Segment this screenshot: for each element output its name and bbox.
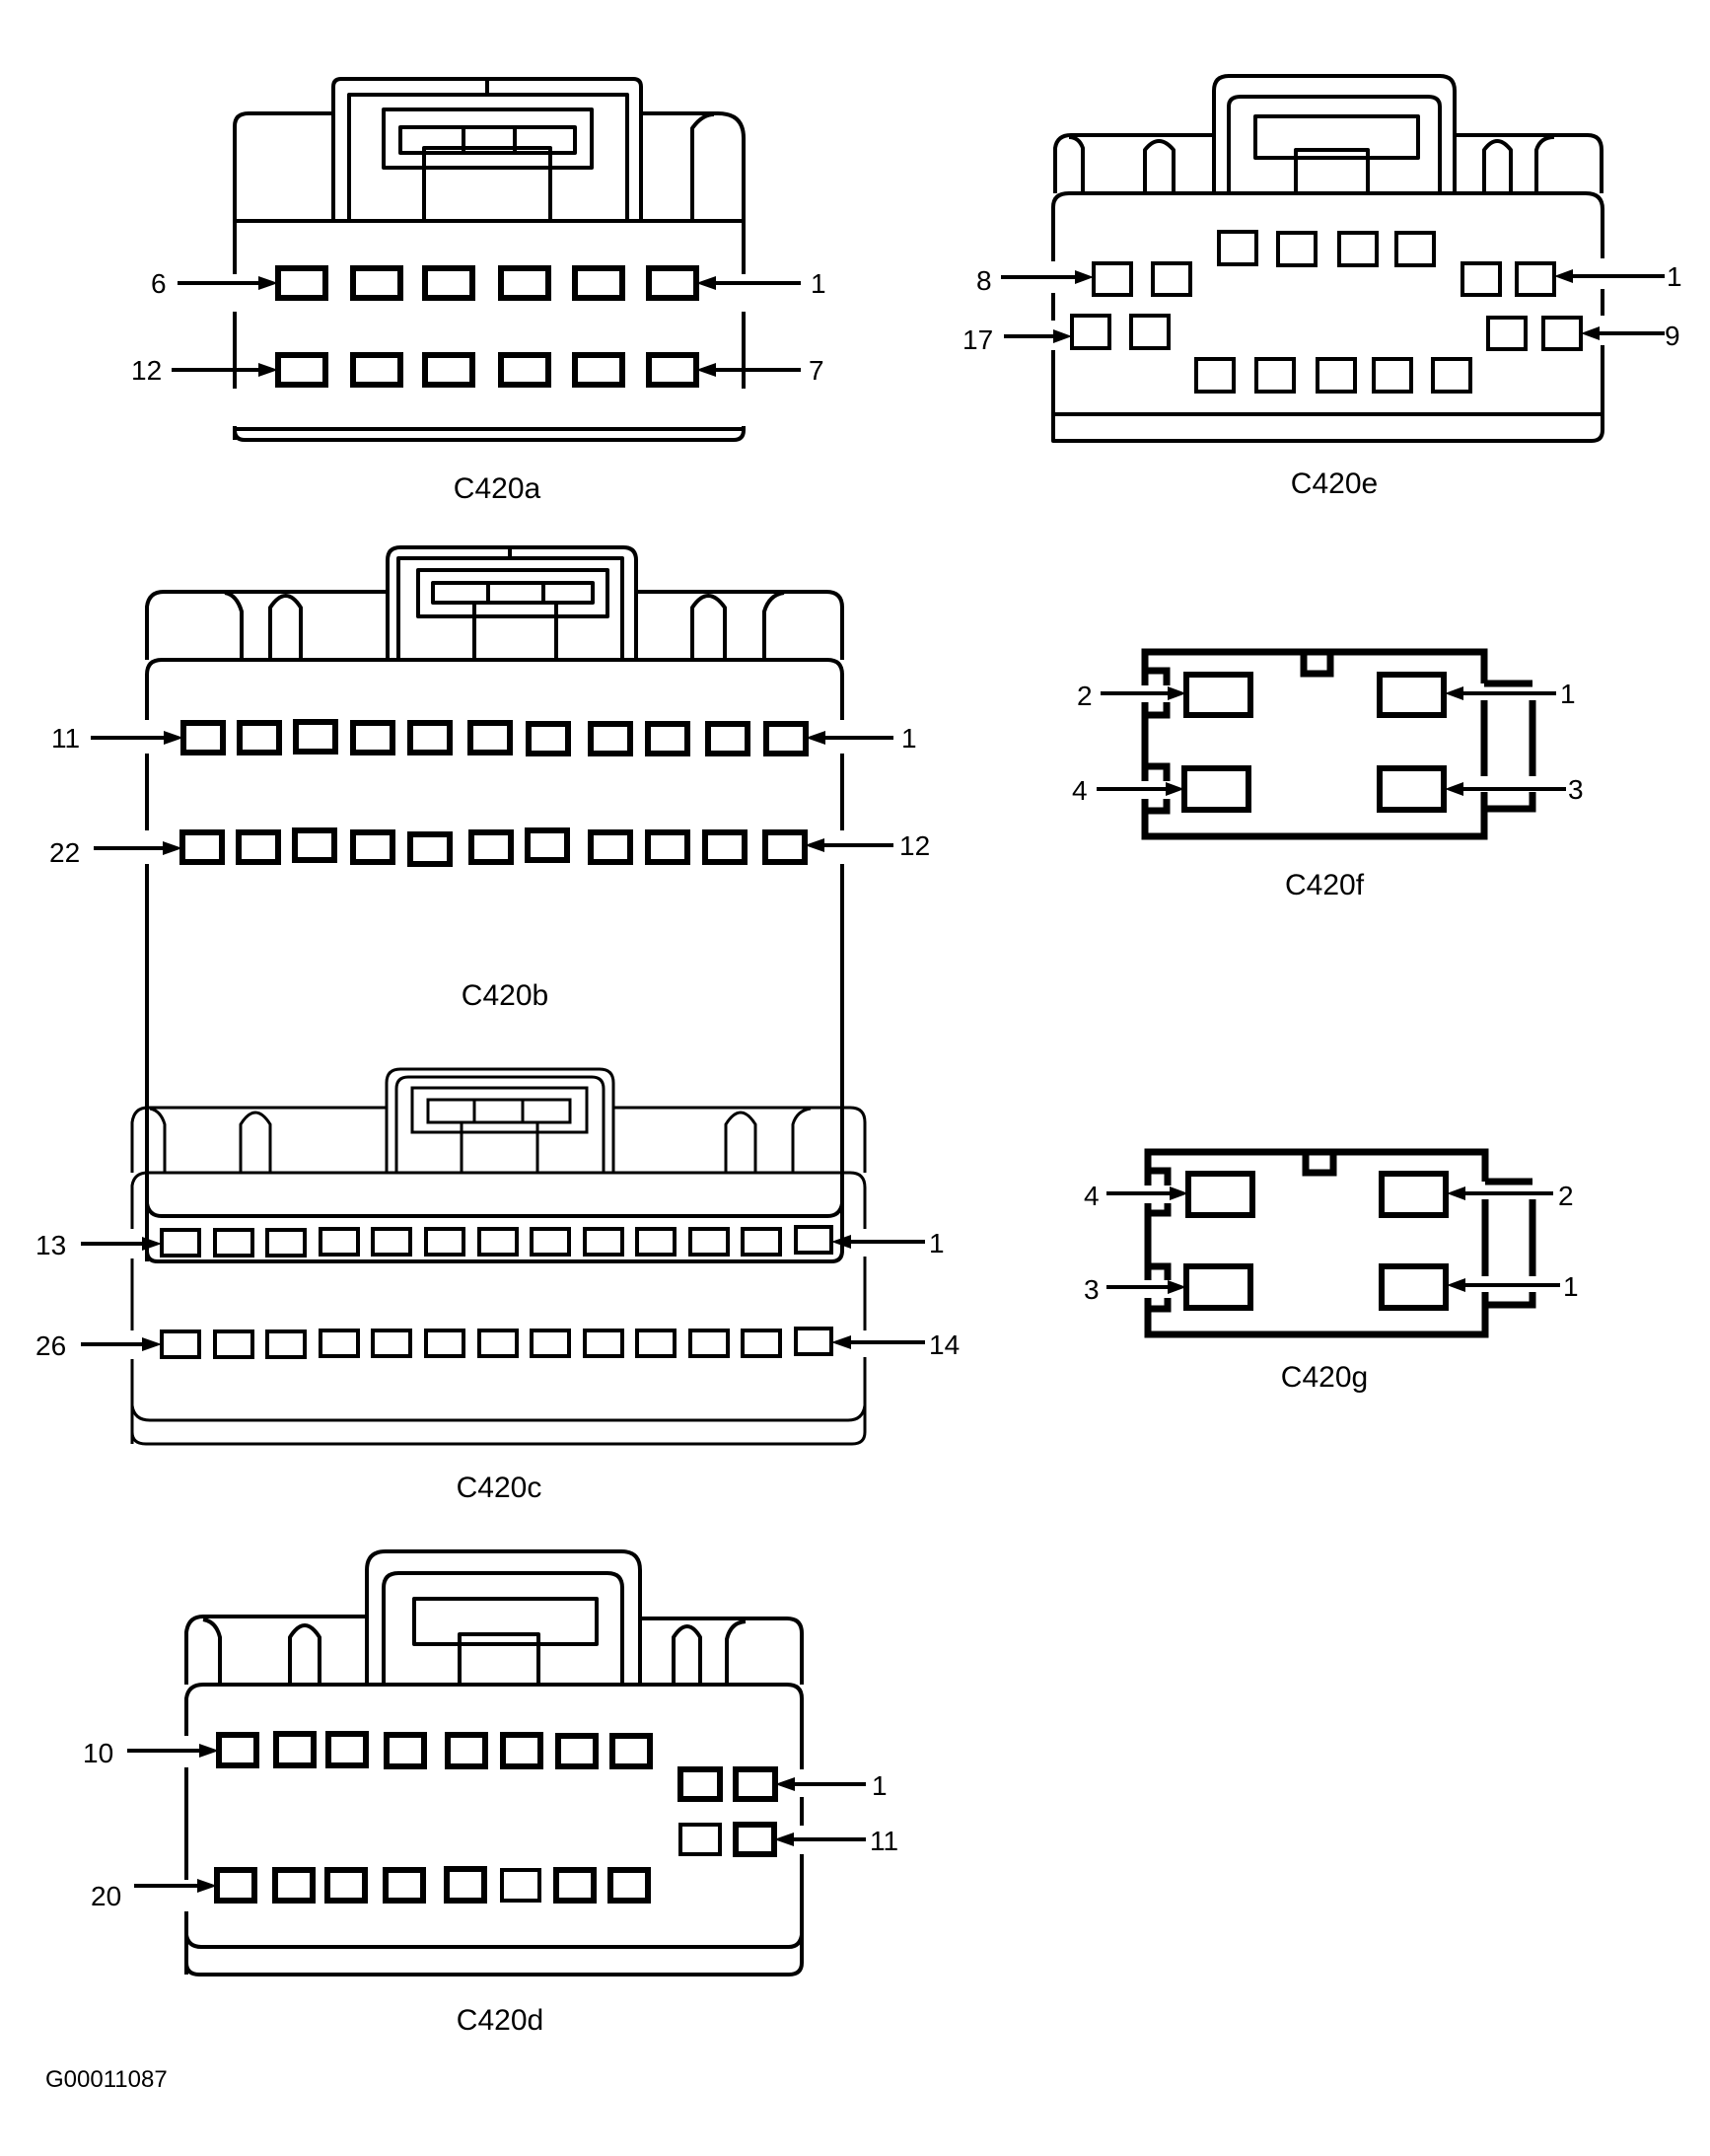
connector-title: C420f [1285, 869, 1365, 901]
connector-c420a: 6 12 1 7 C420a [131, 77, 826, 505]
arrow-icon [172, 276, 801, 377]
connector-title: C420b [462, 979, 548, 1012]
pin-label: 12 [899, 830, 930, 861]
pin-label: 3 [1568, 774, 1584, 805]
arrow-icon [1106, 1186, 1560, 1294]
pin-label: 12 [131, 355, 162, 386]
pin-label: 1 [1560, 679, 1576, 709]
arrow-icon [81, 1235, 925, 1351]
connector-title: C420g [1281, 1361, 1368, 1394]
pin-label: 7 [809, 355, 824, 386]
pin-row-2 [275, 352, 699, 388]
pin-row-2 [1183, 1263, 1449, 1311]
connector-title: C420c [457, 1472, 542, 1504]
pin-label: 6 [151, 268, 167, 299]
pin-row-bottom [1194, 357, 1472, 394]
pin-label: 8 [976, 265, 992, 296]
pin-label: 10 [83, 1738, 113, 1768]
pin-row-2 [1070, 314, 1583, 351]
pin-row-1 [1092, 261, 1556, 297]
connector-title: C420e [1291, 467, 1378, 500]
pin-label: 26 [36, 1330, 66, 1361]
arrow-icon [127, 1744, 866, 1893]
pin-row-side-1 [677, 1766, 778, 1802]
pin-label: 2 [1558, 1181, 1574, 1211]
arrow-icon [91, 731, 893, 855]
connector-c420f: 2 4 1 3 C420f [1072, 648, 1584, 901]
pin-row-1 [275, 265, 699, 301]
connector-c420d: 10 20 1 11 C420d [83, 1549, 898, 2037]
connector-title: C420d [457, 2004, 543, 2037]
pin-label: 1 [811, 268, 826, 299]
pin-label: 1 [1563, 1271, 1579, 1302]
pin-row-2 [160, 1327, 833, 1359]
connector-c420e: 8 17 1 9 C420e [962, 74, 1682, 500]
pin-row-2 [179, 827, 808, 867]
pin-label: 11 [51, 723, 80, 754]
pin-label: 1 [872, 1770, 888, 1801]
pin-label: 22 [49, 837, 80, 868]
pin-row-1 [160, 1225, 833, 1258]
pin-label: 1 [1667, 261, 1682, 292]
pin-label: 17 [962, 324, 993, 355]
arrow-icon [1001, 269, 1665, 343]
pin-row-1 [180, 719, 809, 756]
pin-label: 13 [36, 1230, 66, 1260]
pin-label: 11 [870, 1826, 898, 1856]
pin-row-top [1217, 230, 1436, 267]
pin-row-1 [1185, 1171, 1449, 1218]
figure-id-code: G00011087 [45, 2066, 168, 2093]
pin-row-side-2 [678, 1822, 777, 1857]
pin-label: 4 [1084, 1181, 1100, 1211]
pin-row-2 [1181, 765, 1447, 813]
connector-c420g: 4 3 2 1 C420g [1084, 1148, 1579, 1394]
pin-label: 20 [91, 1881, 121, 1911]
pin-row-1 [216, 1731, 653, 1769]
connector-title: C420a [454, 472, 541, 505]
pin-row-2 [214, 1866, 651, 1904]
pin-label: 9 [1665, 321, 1680, 351]
pin-label: 1 [901, 723, 917, 754]
pin-row-1 [1183, 672, 1447, 718]
pin-label: 4 [1072, 775, 1088, 806]
connector-c420c: 13 26 1 14 C420c [36, 1067, 960, 1504]
connector-c420b: 11 22 1 12 C420b [49, 545, 930, 1263]
pin-label: 14 [929, 1330, 960, 1360]
pin-label: 2 [1077, 681, 1093, 711]
arrow-icon [1097, 686, 1566, 796]
pin-label: 1 [929, 1228, 945, 1258]
pin-label: 3 [1084, 1274, 1100, 1305]
